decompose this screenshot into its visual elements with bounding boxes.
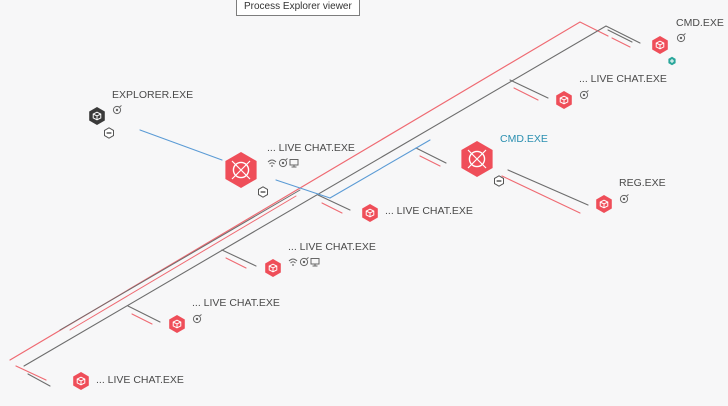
- process-label[interactable]: ... LIVE CHAT.EXE: [288, 241, 376, 253]
- collapse-button[interactable]: [494, 175, 504, 187]
- process-hex-icon[interactable]: [225, 152, 257, 188]
- process-label[interactable]: REG.EXE: [619, 177, 666, 189]
- process-node-livechat-3[interactable]: ... LIVE CHAT.EXE: [362, 204, 473, 222]
- process-node-reg[interactable]: REG.EXE: [596, 177, 666, 213]
- process-node-livechat-4[interactable]: ... LIVE CHAT.EXE: [265, 241, 376, 277]
- process-node-cmd-top[interactable]: CMD.EXE: [652, 17, 724, 66]
- process-hex-icon[interactable]: [73, 372, 89, 390]
- network-icon: [299, 257, 309, 267]
- network-icon: [579, 90, 589, 100]
- process-hex-icon[interactable]: [169, 315, 185, 333]
- process-node-livechat-6[interactable]: ... LIVE CHAT.EXE: [73, 372, 184, 390]
- monitor-icon: [310, 258, 320, 267]
- process-hex-icon[interactable]: [265, 259, 281, 277]
- monitor-icon: [289, 159, 299, 168]
- process-label[interactable]: EXPLORER.EXE: [112, 89, 193, 101]
- network-icon: [192, 314, 202, 324]
- explorer-process-icon[interactable]: [89, 107, 105, 125]
- process-node-livechat-5[interactable]: ... LIVE CHAT.EXE: [169, 297, 280, 333]
- wifi-icon: [267, 159, 277, 167]
- network-icon: [619, 194, 629, 204]
- process-hex-icon[interactable]: [596, 195, 612, 213]
- process-node-cmd-selected[interactable]: CMD.EXE: [461, 133, 548, 187]
- process-hex-icon[interactable]: [652, 36, 668, 54]
- process-hex-icon[interactable]: [556, 91, 572, 109]
- process-label[interactable]: CMD.EXE: [676, 17, 724, 29]
- collapse-button[interactable]: [258, 186, 268, 198]
- process-label[interactable]: ... LIVE CHAT.EXE: [579, 73, 667, 85]
- process-label[interactable]: ... LIVE CHAT.EXE: [267, 142, 355, 154]
- network-icon: [278, 158, 288, 168]
- network-icon: [112, 105, 122, 115]
- process-node-explorer[interactable]: EXPLORER.EXE: [89, 89, 193, 139]
- process-label[interactable]: ... LIVE CHAT.EXE: [192, 297, 280, 309]
- network-icon: [676, 33, 686, 43]
- process-label[interactable]: ... LIVE CHAT.EXE: [385, 205, 473, 217]
- process-hex-icon[interactable]: [461, 141, 493, 177]
- process-node-livechat-2[interactable]: ... LIVE CHAT.EXE: [556, 73, 667, 109]
- wifi-icon: [288, 258, 298, 266]
- process-label[interactable]: CMD.EXE: [500, 133, 548, 145]
- collapse-button[interactable]: [104, 127, 114, 139]
- window-title: Process Explorer viewer: [236, 0, 360, 16]
- process-edges: [9, 21, 641, 387]
- process-node-livechat-main[interactable]: ... LIVE CHAT.EXE: [225, 142, 355, 198]
- process-label[interactable]: ... LIVE CHAT.EXE: [96, 374, 184, 386]
- process-hex-icon[interactable]: [362, 204, 378, 222]
- expand-badge-icon[interactable]: [668, 56, 676, 66]
